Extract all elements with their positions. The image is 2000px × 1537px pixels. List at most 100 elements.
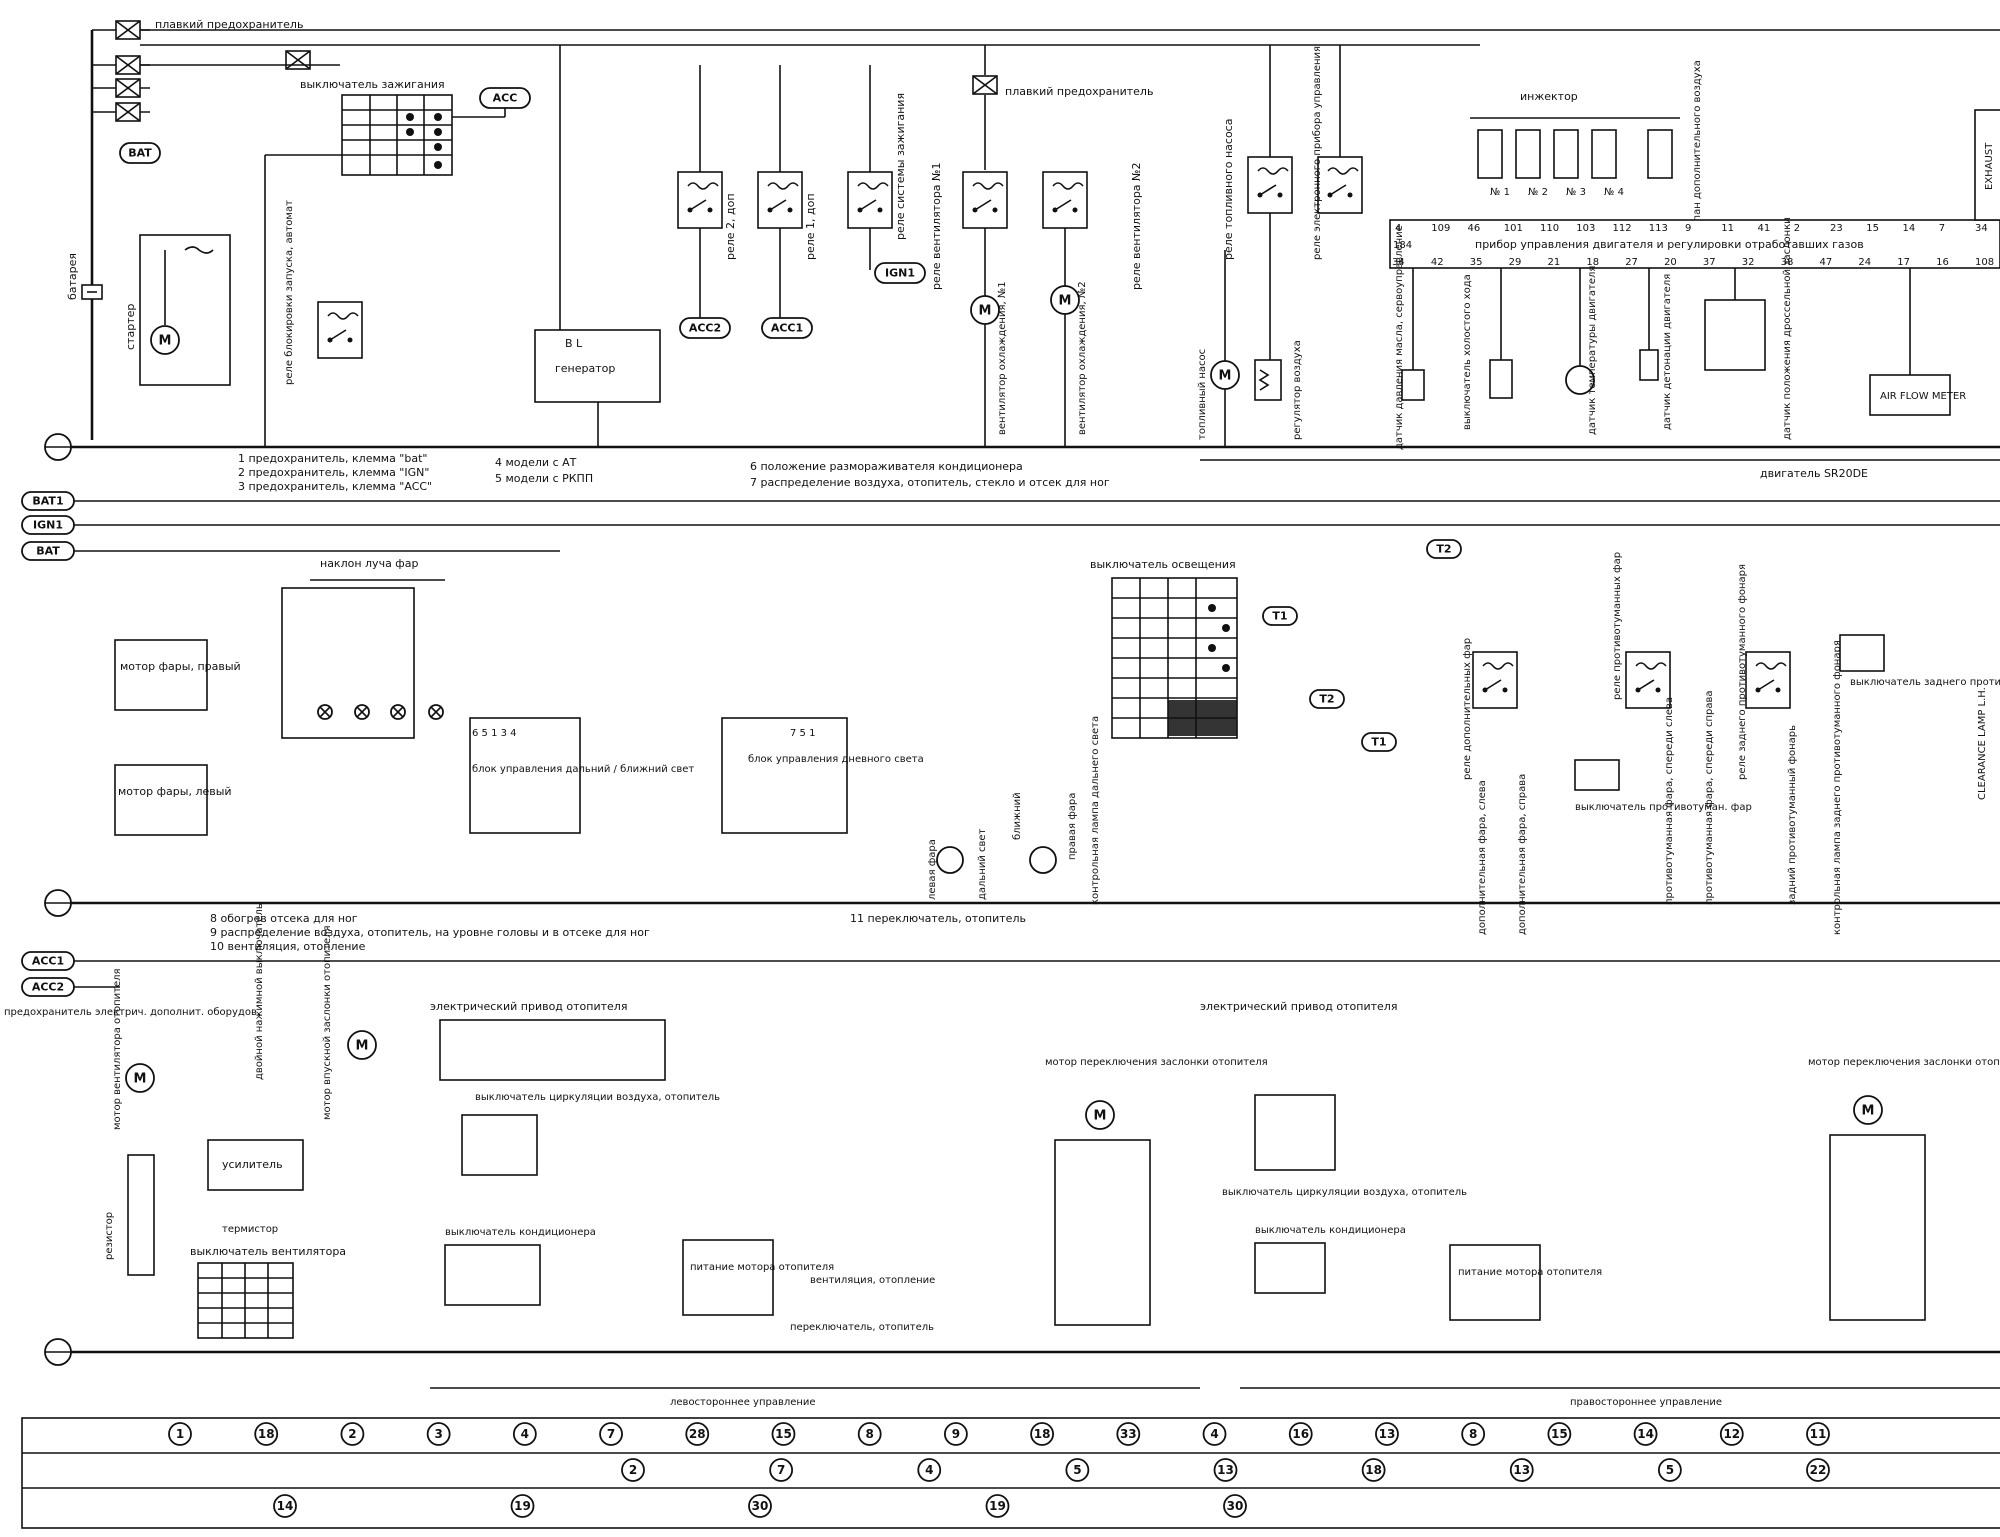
ecu-pin: 2 <box>1794 223 1800 234</box>
injector-2-label: № 2 <box>1528 187 1548 198</box>
ecu-pin: 15 <box>1866 223 1879 234</box>
bus-marker <box>1375 1422 1399 1446</box>
starter-box <box>139 234 231 386</box>
heater-motor-power-right <box>1449 1244 1541 1321</box>
aux-fuse-label: предохранитель электрич. дополнит. обору… <box>4 1007 260 1018</box>
bus-marker <box>1806 1458 1830 1482</box>
ecu-label: прибор управления двигателя и регулировк… <box>1475 238 1864 251</box>
ecu-pin: 34 <box>1975 223 1988 234</box>
ac-switch-right <box>1254 1242 1326 1294</box>
bus-marker <box>1547 1422 1572 1446</box>
fan-relay-1-label: реле вентилятора №1 <box>930 163 943 291</box>
ecu-pin: 35 <box>1470 257 1483 268</box>
bus-marker-label: 28 <box>689 1427 706 1441</box>
ecu-pin: 47 <box>1820 257 1833 268</box>
mid-note-11: 11 переключатель, отопитель <box>850 912 1026 925</box>
t2-terminal-a <box>1309 689 1345 709</box>
acc1-terminal <box>761 317 813 339</box>
fog-relay-label: реле противотуманных фар <box>1612 552 1623 700</box>
ecu-pin: 46 <box>1468 223 1481 234</box>
fuel-pump-icon <box>1210 360 1240 390</box>
bus-marker-label: 18 <box>1034 1427 1051 1441</box>
battery-icon <box>81 284 103 300</box>
heater-motor-power-right-label: питание мотора отопителя <box>1458 1267 1602 1278</box>
fan-relay-2-label: реле вентилятора №2 <box>1130 163 1143 291</box>
ignition-relay <box>847 171 893 229</box>
acc1-terminal-label: ACC1 <box>771 322 803 335</box>
aux-air-valve-label: клапан дополнительного воздуха <box>1692 60 1703 240</box>
mid-note-8: 8 обогрев отсека для ног <box>210 912 358 925</box>
ecu-pin: 16 <box>1936 257 1949 268</box>
starter-label: стартер <box>124 304 137 350</box>
t1-terminal-b <box>1361 732 1397 752</box>
top-note-2: 2 предохранитель, клемма "IGN" <box>238 466 429 479</box>
cooling-fan-1-label: вентилятор охлаждения, №1 <box>997 281 1008 435</box>
aux-right-label: дополнительная фара, справа <box>1517 774 1528 935</box>
bus-marker-label: 15 <box>1551 1427 1568 1441</box>
bus-marker-label: 30 <box>1227 1499 1244 1513</box>
relay-2-aux <box>677 171 723 229</box>
exhaust-box <box>1974 109 2000 221</box>
ecu-pin: 112 <box>1613 223 1632 234</box>
headlight-motor-left <box>114 764 208 836</box>
start-interlock-relay <box>317 301 363 359</box>
bus-marker <box>168 1422 192 1446</box>
rear-fog-switch-label: выключатель заднего противотуманного фон… <box>1850 677 2000 688</box>
fog-front-left-label: противотуманная фара, спереди слева <box>1664 697 1675 905</box>
bus-marker <box>510 1494 535 1518</box>
bus-marker-label: 8 <box>1469 1427 1477 1441</box>
resistor-box <box>127 1154 155 1276</box>
t1-terminal-a-label: T1 <box>1272 610 1287 623</box>
ecu-pin: 23 <box>1830 223 1843 234</box>
bus-marker-label: 5 <box>1073 1463 1081 1477</box>
ecu-pin: 18 <box>1586 257 1599 268</box>
injector-1: № 1 <box>1477 129 1510 198</box>
acc2-terminal-label: ACC2 <box>689 322 721 335</box>
bus-marker-label: 22 <box>1810 1463 1827 1477</box>
acc-terminal-label: ACC <box>493 92 518 105</box>
thermistor-label: термистор <box>222 1224 278 1235</box>
bus-marker <box>685 1422 710 1446</box>
injector-4-label: № 4 <box>1604 187 1624 198</box>
ecu-box <box>1389 219 2000 269</box>
oil-pressure-label: датчик давления масла, сервоуправление <box>1394 225 1405 450</box>
acc2-bottom-terminal-label: ACC2 <box>32 981 64 994</box>
ecu-pin: 101 <box>1504 223 1523 234</box>
bus-marker <box>917 1458 942 1482</box>
ign1-terminal <box>874 262 926 284</box>
bus-marker-label: 13 <box>1513 1463 1530 1477</box>
bus-marker <box>273 1494 297 1518</box>
bus-marker <box>748 1494 772 1518</box>
bus-marker-label: 4 <box>925 1463 933 1477</box>
mid-note-9: 9 распределение воздуха, отопитель, на у… <box>210 926 650 939</box>
bat-terminal-label: BAT <box>128 147 152 160</box>
blower-motor-label: мотор вентилятора отопителя <box>112 968 123 1130</box>
relay-1-aux-label: реле 1, доп <box>804 193 817 260</box>
left-headlight-icon <box>936 846 964 874</box>
bat-mid-terminal-label: BAT <box>36 545 60 558</box>
ecu-pin: 9 <box>1685 223 1691 234</box>
mid-note-10: 10 вентиляция, отопление <box>210 940 366 953</box>
heater-motor-power-left-label: питание мотора отопителя <box>690 1262 834 1273</box>
bus-marker <box>771 1422 796 1446</box>
headlight-motor-right <box>114 639 208 711</box>
t1-terminal-b-label: T1 <box>1371 736 1386 749</box>
cooling-fan-1-icon <box>970 295 1000 325</box>
bus-marker <box>254 1422 279 1446</box>
top-note-6: 6 положение размораживателя кондиционера <box>750 460 1023 473</box>
bus-marker <box>621 1458 645 1482</box>
heater-drive-left-box <box>439 1019 666 1081</box>
bus-marker <box>1223 1494 1247 1518</box>
ign1-terminal-label: IGN1 <box>885 267 915 280</box>
bus-marker <box>1509 1458 1534 1482</box>
knock-sensor <box>1639 349 1659 381</box>
dl-control-pins: 7 5 1 <box>790 728 815 739</box>
bus-marker-label: 18 <box>1365 1463 1382 1477</box>
ecu-pin: 21 <box>1547 257 1560 268</box>
bus-marker-label: 5 <box>1666 1463 1674 1477</box>
flap-motor-left-box <box>1054 1139 1151 1326</box>
battery-label: батарея <box>66 253 79 300</box>
hl-control-label: блок управления дальний / ближний свет <box>472 764 694 775</box>
bus-marker <box>1030 1422 1055 1446</box>
injector-2: № 2 <box>1515 129 1548 198</box>
